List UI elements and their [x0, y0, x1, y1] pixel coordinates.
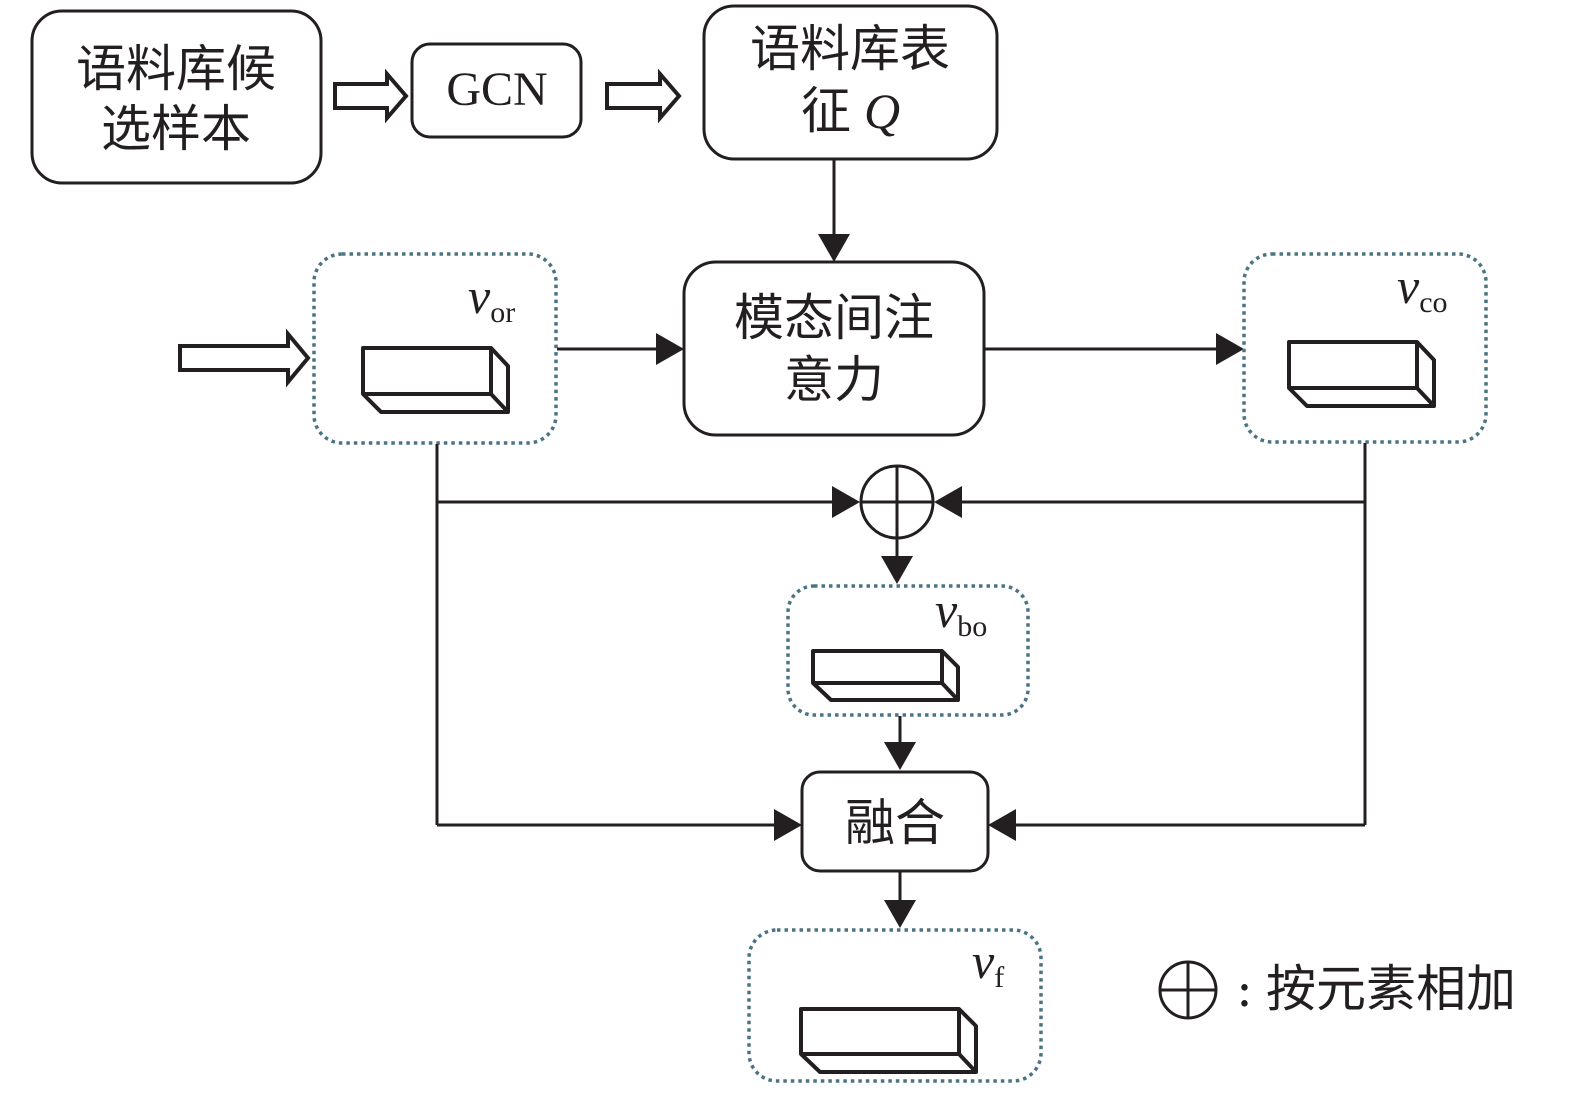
arrowhead-vor-to-add	[832, 486, 860, 518]
vector-v-co-symbol: v	[1397, 258, 1420, 314]
legend-text: 按元素相加	[1266, 960, 1516, 1018]
node-inter-modal-attention-line1: 模态间注	[734, 289, 934, 347]
vector-v-or-label: vor	[468, 268, 515, 329]
arrowhead-vor-to-fusion	[774, 809, 802, 841]
tensor-cuboid-icon	[811, 649, 960, 702]
arrowhead-fusion-to-vf	[884, 900, 916, 928]
node-fusion-label: 融合	[845, 794, 945, 852]
vector-v-bo-subscript: bo	[957, 610, 987, 643]
vector-v-f-symbol: v	[972, 933, 995, 989]
node-gcn: GCN	[410, 42, 583, 139]
legend: : 按元素相加	[1158, 960, 1516, 1020]
node-corpus-representation-line2: 征	[801, 82, 851, 140]
node-corpus-candidates-line2: 选样本	[101, 100, 251, 158]
vector-v-or: vor	[312, 252, 558, 445]
node-corpus-candidates-line1: 语料库候	[76, 40, 276, 98]
node-corpus-representation-box	[702, 4, 999, 161]
tensor-cuboid-icon	[799, 1007, 978, 1074]
element-wise-add-operator	[859, 464, 935, 540]
arrowhead-vco-to-fusion	[988, 809, 1016, 841]
node-gcn-box	[410, 42, 583, 139]
legend-separator: :	[1236, 960, 1253, 1018]
node-corpus-representation-line1: 语料库表	[750, 20, 950, 78]
tensor-cuboid-icon	[1287, 340, 1436, 408]
vector-v-or-border	[312, 252, 558, 445]
node-fusion-box	[800, 770, 990, 873]
arrowhead-attention-to-vco	[1216, 333, 1244, 365]
vector-v-bo-symbol: v	[935, 582, 958, 638]
vector-v-co-subscript: co	[1419, 286, 1447, 319]
vector-v-bo: vbo	[786, 582, 1030, 717]
vector-v-co-label: vco	[1397, 258, 1448, 319]
arrowhead-add-to-vbo	[881, 556, 913, 584]
arrowhead-vco-to-add	[934, 486, 962, 518]
vector-v-f-label: vf	[972, 933, 1004, 994]
vector-v-f: vf	[747, 928, 1043, 1083]
node-corpus-candidates: 语料库候 选样本	[30, 9, 323, 185]
legend-plus-circle-icon	[1158, 960, 1218, 1020]
arrowhead-repr-to-attention	[818, 234, 850, 262]
hollow-arrow-input-to-vor	[178, 328, 311, 388]
vector-v-or-subscript: or	[490, 296, 515, 329]
vector-v-bo-label: vbo	[935, 582, 987, 643]
vector-v-co: vco	[1242, 252, 1488, 444]
node-inter-modal-attention-box	[682, 260, 986, 437]
node-fusion: 融合	[800, 770, 990, 873]
arrowhead-vbo-to-fusion	[884, 742, 916, 770]
vector-v-f-subscript: f	[994, 961, 1004, 994]
tensor-cuboid-icon	[361, 346, 510, 414]
node-inter-modal-attention: 模态间注 意力	[682, 260, 986, 437]
node-corpus-candidates-box	[30, 9, 323, 185]
node-corpus-representation: 语料库表 征 Q	[702, 4, 999, 161]
variable-q: Q	[864, 83, 900, 139]
node-gcn-label: GCN	[446, 63, 547, 116]
arrowhead-vor-to-attention	[656, 333, 684, 365]
vector-v-or-symbol: v	[468, 268, 491, 324]
vector-v-co-border	[1242, 252, 1488, 444]
hollow-arrow-candidates-to-gcn	[333, 68, 409, 124]
hollow-arrow-gcn-to-repr	[605, 68, 682, 124]
node-inter-modal-attention-line2: 意力	[784, 351, 884, 409]
